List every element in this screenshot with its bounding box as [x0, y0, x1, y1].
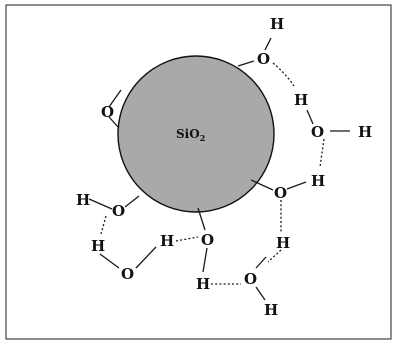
- bond-water-left-h1: [99, 253, 120, 269]
- hydrogen-water-right-side: H: [358, 123, 372, 141]
- oxygen-top-silanol: O: [257, 50, 270, 68]
- hbond-water-to-right-silanol: [319, 138, 325, 168]
- bond-h-o-left: [88, 198, 113, 210]
- hbond-water-h-to-bottom-silanol: [175, 236, 199, 242]
- hydrogen-right-silanol: H: [311, 172, 325, 190]
- bond-o-h-top: [264, 37, 272, 51]
- oxygen-water-right: O: [311, 123, 324, 141]
- siloxane-bond-upper: [108, 89, 122, 108]
- bond-water-bottom-h1: [255, 256, 267, 269]
- sio2-label: SiO2: [176, 127, 205, 143]
- oxygen-water-bottom: O: [244, 270, 257, 288]
- oxygen-right-silanol: O: [274, 184, 287, 202]
- hydrogen-top-silanol: H: [270, 15, 284, 33]
- oxygen-water-left: O: [121, 265, 134, 283]
- bond-surface-o-left: [124, 195, 140, 208]
- hydrogen-bonds: [100, 62, 325, 285]
- siloxane-bond-lower: [108, 116, 120, 129]
- hydrogen-water-right-upper: H: [294, 91, 308, 109]
- siloxane-bridge: O: [101, 89, 122, 129]
- bond-surface-o-top: [237, 60, 255, 67]
- hydrogen-water-left-b: H: [160, 232, 174, 250]
- hbond-left-silanol-to-h: [100, 215, 107, 235]
- bond-water-left-h2: [135, 246, 157, 269]
- oxygen-bottom-silanol: O: [201, 231, 214, 249]
- bond-surface-o-bottom: [197, 207, 206, 231]
- oxygen-left-silanol: O: [112, 202, 125, 220]
- hydrogen-water-bottom: H: [264, 301, 278, 319]
- hydrogen-water-left-a: H: [91, 237, 105, 255]
- atom-labels: O H H O H H O H H O H O H O H O H: [76, 15, 372, 319]
- bond-water-bottom-h2: [255, 286, 266, 301]
- sio2-particle: [117, 55, 275, 213]
- hydrogen-bridge-right: H: [276, 234, 290, 252]
- bond-o-h-bottom: [202, 247, 208, 273]
- covalent-bonds: [88, 37, 350, 301]
- bond-water-right-h1: [306, 109, 314, 125]
- hydrogen-left-silanol: H: [76, 191, 90, 209]
- hydrogen-bottom-silanol: H: [196, 275, 210, 293]
- siloxane-oxygen: O: [101, 103, 114, 121]
- hbond-h-to-bottom-water: [267, 249, 282, 263]
- bond-surface-o-right: [250, 179, 274, 191]
- bond-o-h-right: [286, 181, 307, 190]
